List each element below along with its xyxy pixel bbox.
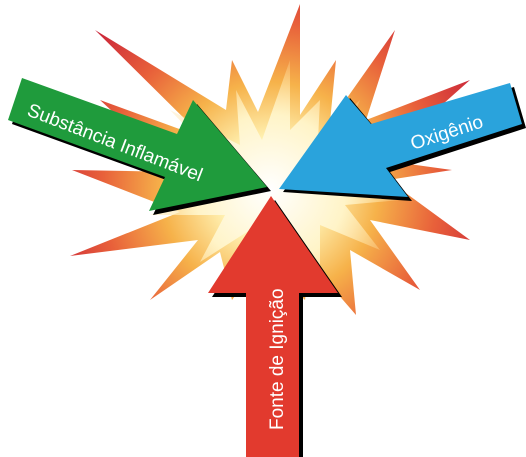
ignition-arrow-body (208, 196, 338, 457)
oxygen-arrow-body (279, 83, 522, 197)
explosion-inner-burst (140, 60, 410, 270)
ignition-arrow-label: Fonte de Ignição (267, 288, 288, 430)
fuel-arrow-body (8, 78, 267, 211)
explosion-burst (70, 4, 470, 315)
ignition-arrow: Fonte de Ignição (208, 196, 342, 457)
